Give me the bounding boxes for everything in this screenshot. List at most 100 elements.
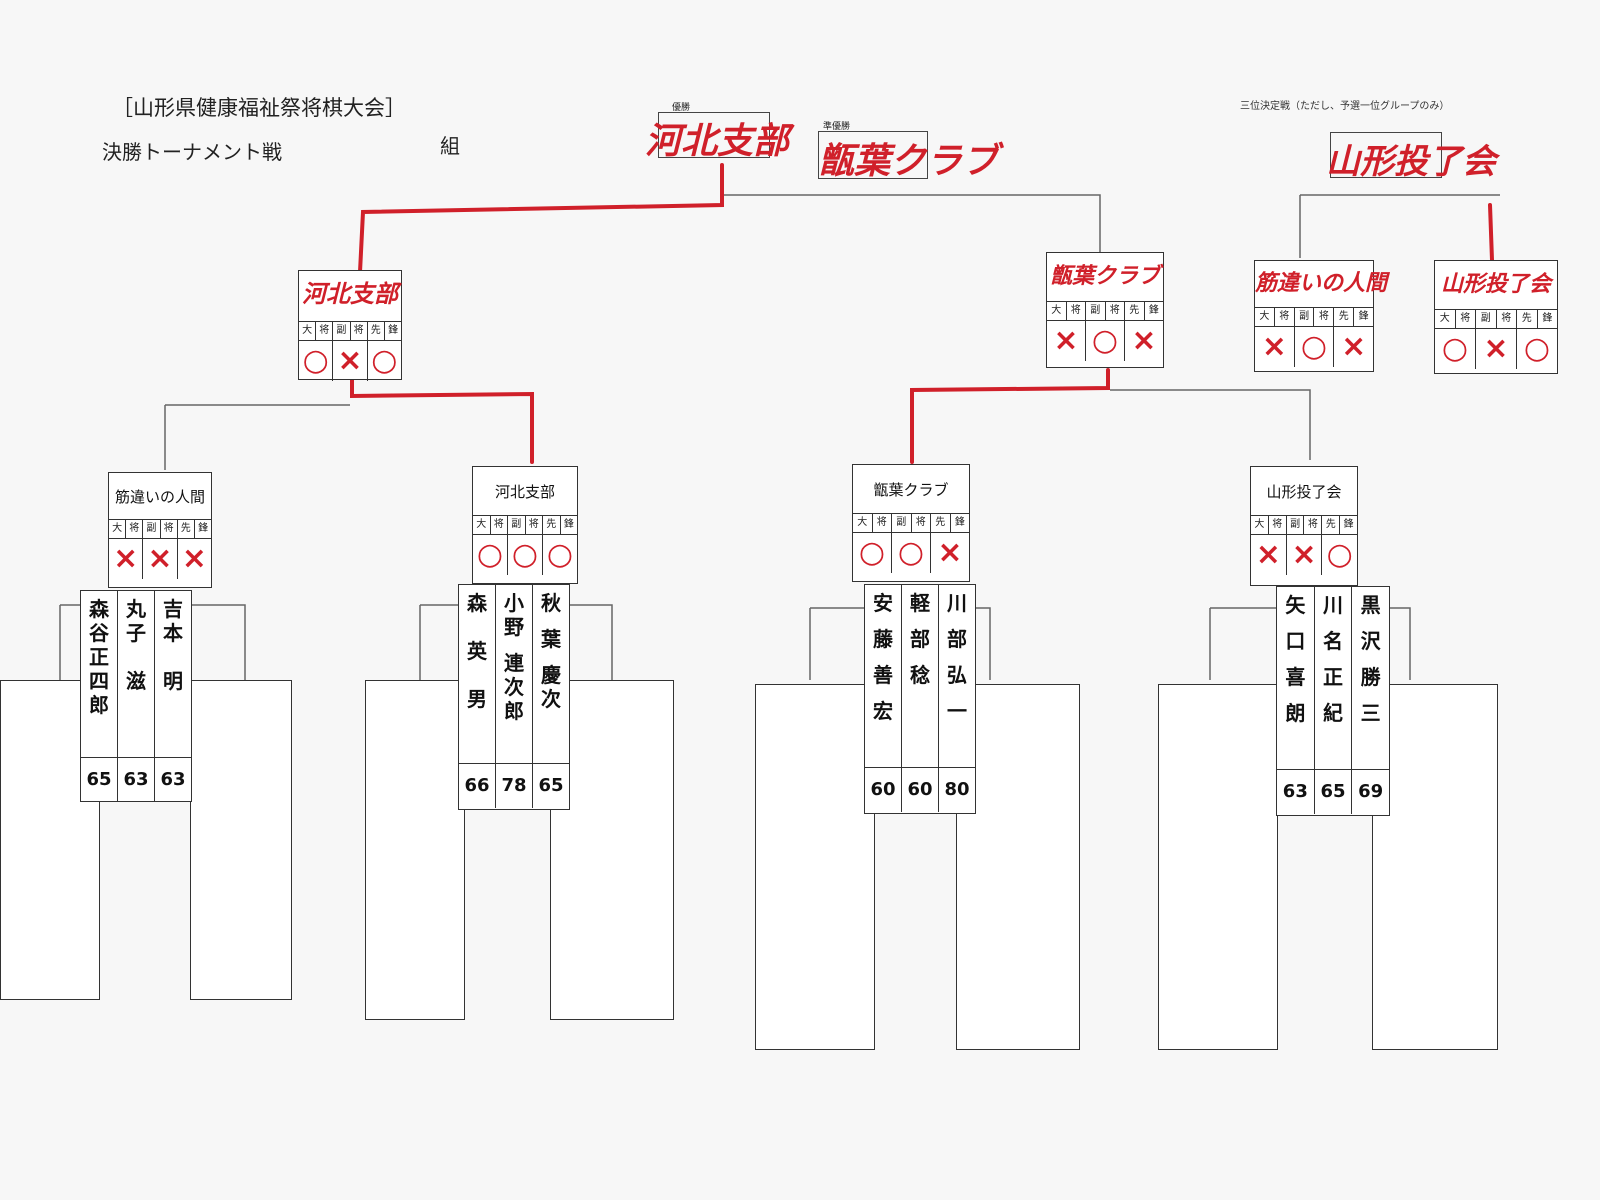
result-mark: × — [937, 535, 963, 570]
empty-grid — [550, 680, 674, 1020]
result-mark: × — [1476, 329, 1517, 369]
pos-label: 将 — [161, 520, 178, 538]
player-names: 矢口喜朗 川名正紀 黒沢勝三 — [1277, 587, 1389, 769]
player-name: 吉本明 — [163, 597, 183, 693]
semifinal-box-left: 河北支部 大将副将先鋒 ○×○ — [298, 270, 402, 381]
player-age: 80 — [944, 779, 970, 800]
pos-label: 先 — [1334, 308, 1355, 326]
result-mark: × — [1341, 329, 1367, 364]
pos-label: 副 — [1086, 302, 1106, 320]
position-header: 大将副将先鋒 — [473, 516, 577, 535]
pos-label: 鋒 — [387, 325, 398, 336]
result-marks: ○○× — [853, 533, 969, 573]
pos-label: 大 — [853, 514, 873, 532]
third-place-team: 山形投了会 — [1435, 261, 1557, 310]
runner-up-label: 準優勝 — [823, 122, 851, 132]
position-header: 大将副将先鋒 — [1047, 302, 1163, 321]
pos-label: 将 — [873, 514, 892, 532]
pos-label: 副 — [1287, 516, 1305, 534]
result-mark: × — [109, 539, 144, 579]
winner-name: 河北支部 — [645, 120, 790, 162]
pos-label: 鋒 — [954, 517, 965, 528]
result-mark: × — [333, 341, 368, 381]
result-mark: ○ — [371, 343, 398, 378]
pos-label: 将 — [1456, 310, 1476, 328]
pos-label: 将 — [1106, 302, 1125, 320]
third-place-note: 三位決定戦（ただし、予選一位グループのみ） — [1240, 101, 1450, 112]
position-header: 大将副将先鋒 — [1255, 308, 1373, 327]
player-name: 森英男 — [459, 585, 496, 763]
result-mark: × — [1255, 327, 1295, 367]
player-name: 小野連次郎 — [496, 585, 533, 763]
player-name: 黒沢勝三 — [1360, 593, 1381, 725]
third-place-box-right: 山形投了会 大将副将先鋒 ○×○ — [1434, 260, 1558, 374]
pos-label: 鋒 — [1542, 313, 1553, 324]
result-mark: ○ — [1295, 327, 1335, 367]
pos-label: 先 — [1125, 302, 1145, 320]
pos-label: 大 — [1255, 308, 1275, 326]
third-place-box — [1330, 132, 1442, 178]
empty-grid — [1372, 684, 1498, 1050]
team-card-2: 河北支部 大将副将先鋒 ○○○ — [472, 466, 578, 584]
pos-label: 副 — [892, 514, 912, 532]
position-header: 大将副将先鋒 — [299, 322, 401, 341]
result-mark: ○ — [473, 535, 508, 575]
result-mark: ○ — [299, 341, 334, 381]
empty-grid — [956, 684, 1080, 1050]
pos-label: 大 — [1251, 516, 1269, 534]
player-name: 安藤善宏 — [865, 585, 902, 767]
result-marks: ××× — [109, 539, 211, 579]
result-marks: ×○× — [1047, 321, 1163, 361]
result-mark: × — [181, 541, 207, 576]
pos-label: 大 — [1435, 310, 1456, 328]
empty-grid — [365, 680, 465, 1020]
pos-label: 将 — [1275, 308, 1295, 326]
player-age: 63 — [1277, 770, 1315, 814]
group-label: 組 — [440, 134, 460, 158]
position-header: 大将副将先鋒 — [1435, 310, 1557, 329]
player-name: 矢口喜朗 — [1277, 587, 1315, 769]
third-place-winner: 山形投了会 — [1326, 142, 1496, 182]
pos-label: 将 — [126, 520, 144, 538]
pos-label: 副 — [1295, 308, 1315, 326]
result-mark: ○ — [546, 537, 574, 572]
pos-label: 副 — [508, 516, 526, 534]
result-mark: ○ — [1086, 321, 1125, 361]
result-mark: ○ — [1435, 329, 1476, 369]
player-name: 川名正紀 — [1315, 587, 1353, 769]
result-mark: ○ — [853, 533, 892, 573]
pos-label: 先 — [178, 520, 195, 538]
pos-label: 大 — [299, 322, 317, 340]
page-subtitle: 決勝トーナメント戦 — [102, 140, 282, 164]
pos-label: 将 — [1304, 516, 1323, 534]
player-names: 森英男 小野連次郎 秋葉慶次 — [459, 585, 569, 763]
pos-label: 鋒 — [563, 519, 574, 530]
pos-label: 大 — [1047, 302, 1067, 320]
semifinal-team: 河北支部 — [299, 271, 401, 322]
player-age: 69 — [1358, 781, 1384, 802]
team-name: 山形投了会 — [1251, 467, 1357, 516]
pos-label: 副 — [143, 520, 161, 538]
pos-label: 鋒 — [1343, 519, 1354, 530]
runner-up-name: 甑葉クラブ — [818, 140, 999, 182]
pos-label: 鋒 — [1358, 311, 1369, 322]
result-marks: ○×○ — [299, 341, 401, 381]
player-age: 60 — [902, 768, 939, 812]
pos-label: 先 — [1322, 516, 1341, 534]
pos-label: 先 — [543, 516, 561, 534]
player-name: 森谷正四郎 — [81, 591, 118, 757]
team-card-4: 山形投了会 大将副将先鋒 ××○ — [1250, 466, 1358, 586]
empty-grid — [190, 680, 292, 1000]
pos-label: 将 — [491, 516, 508, 534]
third-place-team: 筋違いの人間 — [1255, 261, 1387, 308]
third-place-box-left: 筋違いの人間 大将副将先鋒 ×○× — [1254, 260, 1387, 372]
team-name: 筋違いの人間 — [109, 473, 211, 520]
page-title: ［山形県健康福祉祭将棋大会］ — [112, 96, 406, 120]
result-marks: ××○ — [1251, 535, 1357, 575]
team-name: 甑葉クラブ — [853, 465, 969, 514]
team-card-3: 甑葉クラブ 大将副将先鋒 ○○× — [852, 464, 970, 582]
pos-label: 鋒 — [197, 523, 208, 534]
player-age: 78 — [496, 764, 533, 808]
